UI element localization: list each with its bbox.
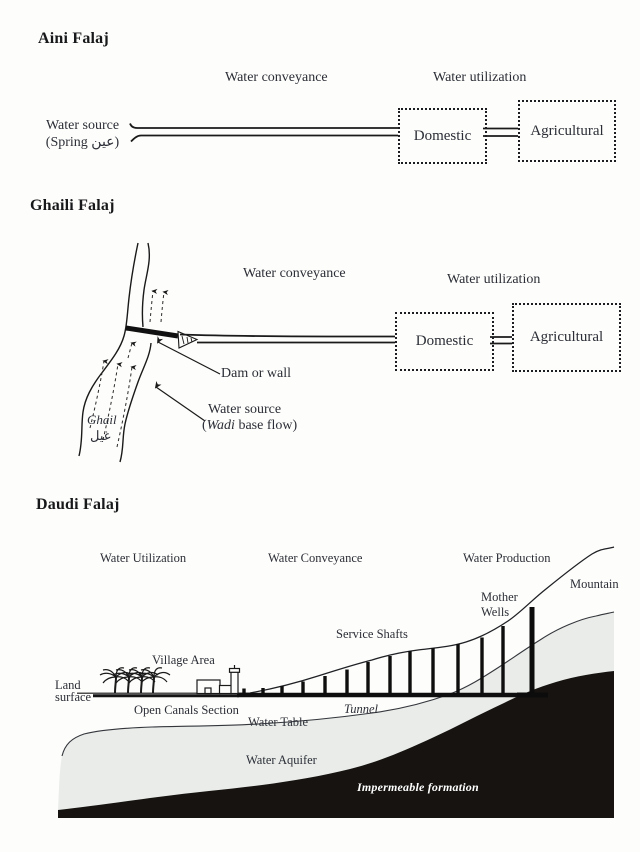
daudi-service-shafts-label: Service Shafts xyxy=(336,627,408,641)
house-icon xyxy=(196,679,233,695)
daudi-open-canals-label: Open Canals Section xyxy=(134,703,239,717)
aini-agricultural-box: Agricultural xyxy=(518,100,616,162)
aini-channel-lines xyxy=(129,123,518,143)
daudi-water-utilization-label: Water Utilization xyxy=(100,551,187,565)
ghail-latin-label: Ghail xyxy=(87,412,117,427)
daudi-village-icons xyxy=(99,665,241,695)
daudi-title: Daudi Falaj xyxy=(36,496,120,513)
daudi-water-production-label: Water Production xyxy=(463,551,551,565)
ghaili-dam-label: Dam or wall xyxy=(221,366,291,381)
daudi-land-surface-label: Land surface xyxy=(55,678,92,704)
ghaili-domestic-box: Domestic xyxy=(395,312,494,371)
ghaili-agricultural-box: Agricultural xyxy=(512,303,621,372)
aini-title: Aini Falaj xyxy=(38,30,109,47)
daudi-service-shafts xyxy=(242,626,505,694)
ghail-arabic-label: غيل xyxy=(90,428,111,443)
daudi-mother-wells-label: Mother Wells xyxy=(481,590,518,619)
daudi-impermeable-label: Impermeable formation xyxy=(357,780,479,794)
aini-water-utilization-label: Water utilization xyxy=(433,70,527,85)
ghaili-title: Ghaili Falaj xyxy=(30,197,115,214)
daudi-water-conveyance-label: Water Conveyance xyxy=(268,551,363,565)
daudi-mother-well xyxy=(517,607,548,698)
aini-water-source-label: Water source (Spring عين) xyxy=(45,118,120,150)
ghaili-dam-line xyxy=(125,325,199,349)
aini-domestic-box: Domestic xyxy=(398,108,487,164)
ghaili-water-utilization-label: Water utilization xyxy=(447,272,541,287)
daudi-water-table-label: Water Table xyxy=(248,715,309,729)
ghaili-water-conveyance-label: Water conveyance xyxy=(243,266,346,281)
daudi-mountain-label: Mountain xyxy=(570,577,619,591)
minaret-icon xyxy=(228,665,241,695)
daudi-village-area-label: Village Area xyxy=(152,653,215,667)
aini-water-conveyance-label: Water conveyance xyxy=(225,70,328,85)
daudi-impermeable-shape xyxy=(58,671,614,818)
ghaili-flow-arrows xyxy=(89,288,169,448)
ghaili-water-source-label-line1: Water source xyxy=(208,402,282,417)
daudi-mountain-line xyxy=(249,546,615,694)
ghaili-water-source-label-line2: (Wadi base flow) xyxy=(202,418,298,433)
daudi-tunnel-label: Tunnel xyxy=(344,702,379,716)
daudi-aquifer-shape xyxy=(58,611,615,810)
ghaili-wadi-banks xyxy=(78,242,152,463)
ghaili-label-arrows xyxy=(154,336,221,422)
ghaili-channel-lines xyxy=(179,333,512,345)
daudi-water-aquifer-label: Water Aquifer xyxy=(246,753,317,767)
